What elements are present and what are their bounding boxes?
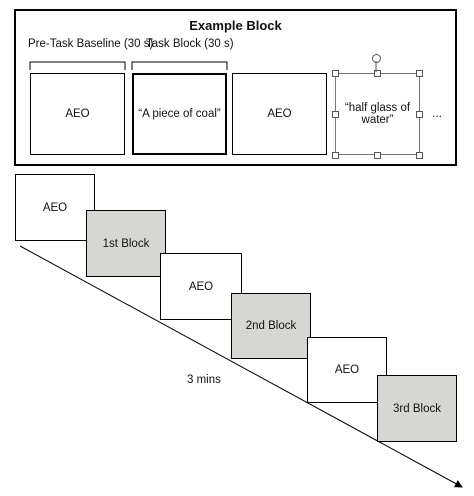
resize-handle-top-right[interactable] — [416, 70, 423, 77]
timeline-task-1: 1st Block — [86, 210, 166, 277]
time-arrow — [19, 245, 463, 488]
resize-handle-top-left[interactable] — [332, 70, 339, 77]
timeline-task-3: 3rd Block — [377, 375, 457, 442]
example-box-aeo-2: AEO — [232, 73, 327, 155]
timeline-task-2: 2nd Block — [231, 293, 311, 359]
task-bracket — [131, 61, 228, 70]
resize-handle-right[interactable] — [416, 111, 423, 118]
duration-label: 3 mins — [187, 374, 221, 386]
timeline-aeo-2: AEO — [160, 253, 242, 320]
timeline-aeo-3: AEO — [307, 337, 387, 403]
example-ellipsis: ... — [432, 106, 443, 120]
baseline-bracket — [29, 61, 126, 70]
task-label: Task Block (30 s) — [146, 38, 234, 50]
resize-handle-bottom[interactable] — [374, 152, 381, 159]
example-block-title: Example Block — [189, 18, 282, 33]
example-block-panel: Example Block — [14, 9, 457, 166]
example-box-task-1: “A piece of coal” — [132, 73, 227, 155]
baseline-label: Pre-Task Baseline (30 s) — [28, 38, 154, 50]
example-box-aeo-1: AEO — [30, 73, 125, 155]
resize-handle-bottom-left[interactable] — [332, 152, 339, 159]
resize-handle-left[interactable] — [332, 111, 339, 118]
resize-handle-top[interactable] — [374, 70, 381, 77]
timeline-aeo-1: AEO — [15, 174, 95, 241]
example-box-task-2[interactable]: “half glass of water” — [335, 73, 420, 155]
resize-handle-bottom-right[interactable] — [416, 152, 423, 159]
